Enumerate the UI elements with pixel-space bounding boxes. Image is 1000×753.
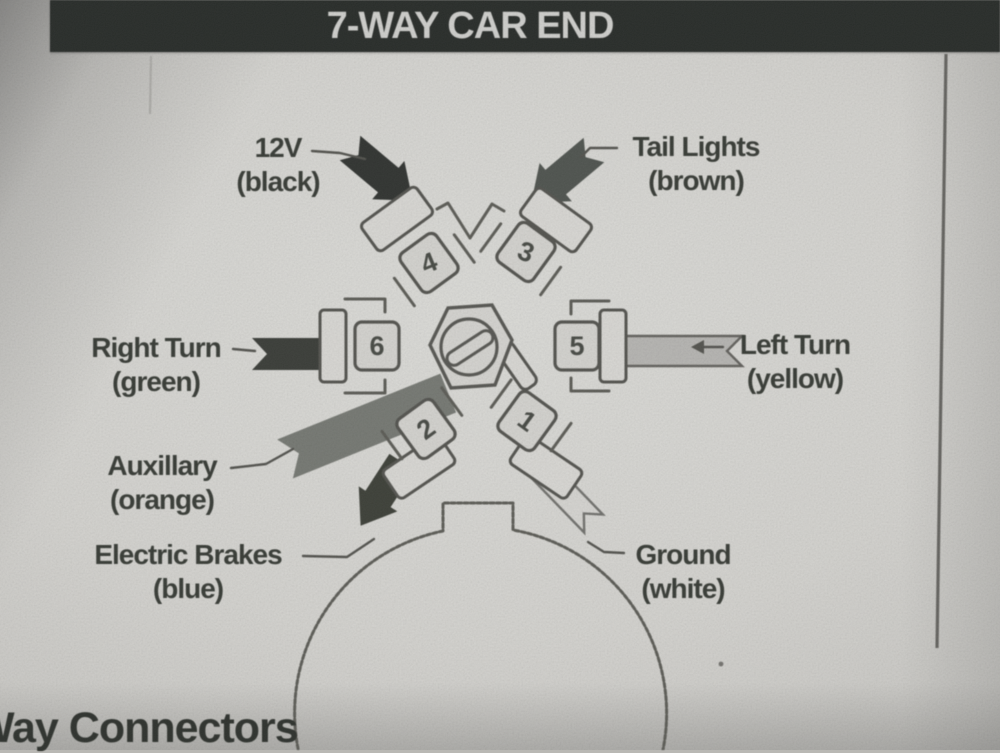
label-right-turn: Right Turn (green): [46, 331, 266, 399]
label-tail-lights: Tail Lights (brown): [586, 130, 806, 198]
label-ground-color: (white): [641, 573, 725, 604]
terminal-3: 3: [479, 186, 594, 297]
page-crease-line: [148, 55, 153, 115]
label-right-turn-function: Right Turn: [91, 332, 221, 363]
label-left-turn-color: (yellow): [746, 363, 844, 394]
terminal-5: 5: [553, 299, 628, 393]
terminal-4: 4: [359, 185, 476, 308]
section-heading-way-connectors: Way Connectors: [0, 704, 299, 752]
label-ground-function: Ground: [635, 539, 731, 570]
terminal-1: 1: [489, 378, 584, 500]
label-electric-brakes-function: Electric Brakes: [94, 539, 282, 570]
label-electric-brakes-color: (blue): [152, 573, 224, 604]
label-tail-lights-function: Tail Lights: [632, 131, 761, 162]
label-left-turn-function: Left Turn: [739, 329, 851, 360]
terminal-6: 6: [318, 297, 401, 395]
label-12v: 12V (black): [168, 131, 388, 199]
label-ground: Ground (white): [573, 538, 793, 606]
label-tail-lights-color: (brown): [648, 165, 745, 196]
center-hex-nut: [428, 303, 538, 391]
terminal-5-number: 5: [569, 331, 584, 361]
label-auxillary: Auxillary (orange): [52, 449, 272, 517]
label-auxillary-color: (orange): [110, 484, 215, 515]
label-electric-brakes: Electric Brakes (blue): [58, 538, 318, 606]
column-rule-line: [935, 53, 948, 649]
terminal-6-number: 6: [369, 331, 384, 361]
label-12v-color: (black): [236, 166, 320, 197]
label-auxillary-function: Auxillary: [107, 450, 217, 481]
label-left-turn: Left Turn (yellow): [685, 328, 905, 396]
label-right-turn-color: (green): [112, 366, 201, 397]
label-12v-function: 12V: [254, 132, 303, 163]
paper-speck: [718, 661, 724, 667]
